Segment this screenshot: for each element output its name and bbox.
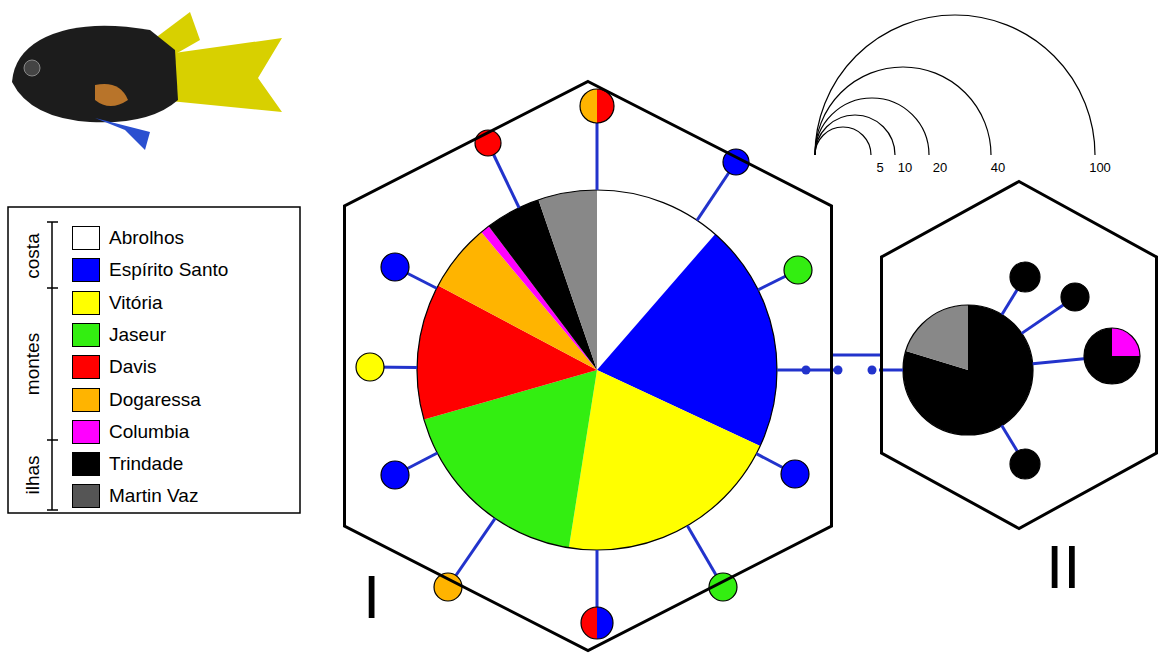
haplotype-circle [1010, 262, 1040, 292]
network-hexagon: II [880, 180, 1158, 530]
legend-text: Abrolhos [109, 227, 184, 249]
missing-haplotype-dot [834, 366, 843, 375]
legend-text: Martin Vaz [109, 485, 198, 507]
haplotype-circle [381, 461, 409, 489]
legend-swatch [72, 388, 100, 412]
legend-text: Davis [109, 356, 157, 378]
haplotype-pie [903, 305, 1033, 435]
scale-number: 40 [991, 161, 1005, 175]
legend-text: Dogaressa [109, 389, 201, 411]
group-bracket [47, 222, 58, 510]
network-label: I [363, 566, 380, 628]
legend-text: Espírito Santo [109, 259, 228, 281]
haplotype-circle [580, 89, 614, 123]
scale-arcs [815, 15, 1095, 155]
legend-swatch [72, 226, 100, 250]
network-hexagon: I [343, 80, 833, 652]
legend-text: Trindade [109, 453, 183, 475]
network-label: II [1046, 536, 1080, 598]
haplotype-circle [784, 256, 812, 284]
fish-illustration [12, 12, 282, 150]
legend-text: Jaseur [109, 324, 166, 346]
scale-number: 5 [876, 161, 883, 175]
legend-text: Columbia [109, 421, 189, 443]
legend-swatch [72, 420, 100, 444]
legend-entry: Columbia [72, 419, 189, 445]
haplotype-circle [356, 353, 384, 381]
legend-entry: Jaseur [72, 322, 166, 348]
haplotype-circle [1084, 328, 1140, 384]
haplotype-circle [1010, 449, 1040, 479]
legend-entry: Davis [72, 354, 157, 380]
legend-swatch [72, 452, 100, 476]
haplotype-circle [434, 573, 462, 601]
legend-entry: Espírito Santo [72, 257, 228, 283]
haplotype-link [832, 354, 882, 357]
legend-entry: Abrolhos [72, 225, 184, 251]
legend-entry: Martin Vaz [72, 483, 198, 509]
scale-number: 20 [933, 161, 947, 175]
scale-number: 10 [898, 161, 912, 175]
legend-text: Vitória [109, 292, 163, 314]
legend-swatch [72, 355, 100, 379]
legend-entry: Trindade [72, 451, 183, 477]
hexagon-outline [880, 180, 1158, 530]
missing-haplotype-dot [802, 366, 811, 375]
legend-frame [8, 207, 300, 513]
haplotype-pie [417, 190, 777, 550]
legend-swatch [72, 291, 100, 315]
missing-haplotype-dot [868, 366, 877, 375]
haplotype-circle [581, 607, 613, 639]
group-label: montes [23, 333, 44, 395]
scale-number: 100 [1089, 161, 1111, 175]
group-label: ilhas [23, 455, 44, 494]
legend-entry: Vitória [72, 290, 163, 316]
legend-swatch [72, 258, 100, 282]
legend-swatch [72, 484, 100, 508]
legend-swatch [72, 323, 100, 347]
haplotype-circle [781, 460, 809, 488]
hexagon-outline [343, 80, 833, 652]
group-label: costa [23, 233, 44, 278]
legend-entry: Dogaressa [72, 387, 201, 413]
haplotype-circle [381, 253, 409, 281]
haplotype-circle [1061, 283, 1089, 311]
